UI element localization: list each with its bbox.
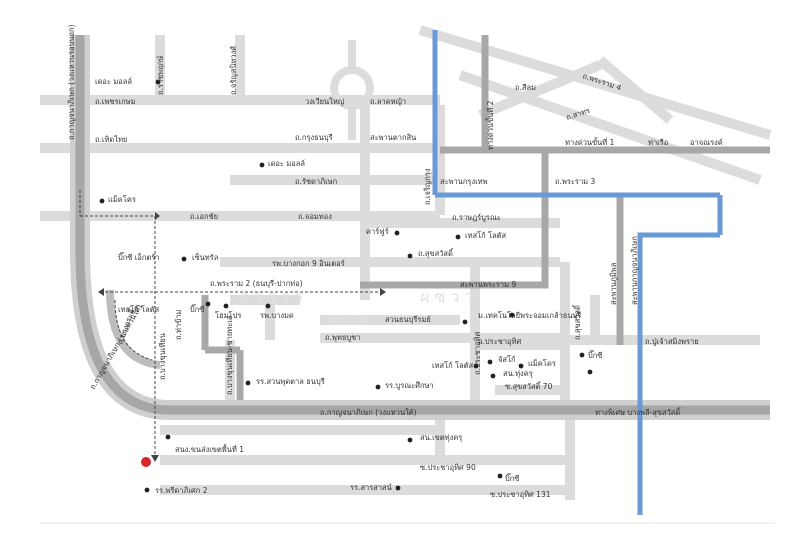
label-wongwian-yai: วงเวียนใหญ่	[305, 97, 344, 106]
label-tha-kham: ถ.ท่าข้าม	[174, 310, 183, 340]
label-expressway-2: ทางด่วนขั้นที่ 2	[485, 100, 495, 150]
label-lotus-2: เทสโก้ โลตัส	[118, 305, 160, 314]
label-kanchanaphisek-vertical: ถ.กาญจนาภิเษก (วงแหวนรอบนอก)	[67, 24, 76, 140]
road-yannawa	[596, 56, 674, 124]
label-suanphu: รร.สวนพุดตาล ธนบุรี	[256, 377, 325, 386]
label-pracha-v: ถ.ประชาอุทิศ	[473, 332, 482, 375]
label-jasco: จัสโก้	[498, 355, 516, 364]
label-krung-thonburi: ถ.กรุงธนบุรี	[295, 133, 333, 142]
label-the-mall-1: เดอะ มอลล์	[95, 77, 132, 86]
label-lotus-1: เทสโก้ โลตัส	[465, 231, 507, 240]
label-rama2: ถ.พระราม 2 (ธนบุรี-ปากท่อ)	[210, 279, 303, 288]
label-makro-2: แม็คโคร	[528, 358, 556, 368]
label-lotus-3: เทสโก้ โลตัส	[432, 361, 474, 370]
label-pracha-uthit: ถ.ประชาอุทิศ	[478, 337, 521, 346]
label-phetkasem: ถ.เพชรเกษม	[95, 97, 136, 106]
label-ratchada: ถ.รัชดาภิเษก	[295, 177, 337, 186]
watermark-text: ร ร ร ร ร	[240, 287, 304, 306]
label-charoen-krung: ถ.เจริญกรุง	[423, 168, 432, 205]
kanchanaphisek-ring-core	[75, 35, 770, 415]
label-krungthep-bridge: สะพานกรุงเทพ	[440, 177, 488, 186]
label-kmutt: ม.เทคโนโลยีพระจอมเกล้าธนบุรี	[478, 311, 581, 320]
label-thoet-thai: ถ.เทิดไทย	[95, 135, 127, 144]
label-suksawat-v: ถ.สุขสวัสดิ์	[572, 304, 582, 340]
blue-roads	[432, 30, 723, 515]
svg-text:ท อ ย: ท อ ย	[330, 310, 370, 329]
label-kanchanaphisek-bottom: ถ.กาญจนาภิเษก (วงแหวนใต้)	[320, 408, 417, 417]
label-puttha-bucha: ถ.พุทธบูชา	[325, 333, 360, 342]
label-pha-bridge: สะพานกาญจนาภิเษก	[630, 236, 639, 305]
label-thonburirom: สวนธนบุรีรมย์	[385, 315, 431, 324]
label-chaloem: อาจณรงค์	[690, 138, 723, 147]
poi-dots	[99, 79, 593, 493]
road-silom	[478, 60, 602, 120]
label-soi-70: ซ.สุขสวัสดิ์ 70	[505, 381, 553, 391]
svg-text:ผ ซ ว ว: ผ ซ ว ว	[420, 287, 473, 306]
label-central: เซ็นทรัล	[192, 252, 218, 262]
label-express-bangphli: ทางพิเศษ บางพลี-สุขสวัสดิ์	[595, 407, 682, 417]
road-rama4	[418, 25, 772, 140]
label-suksawat: ถ.สุขสวัสดิ์	[418, 248, 454, 258]
label-taksin-bridge: สะพานตากสิน	[370, 133, 416, 142]
road-blue-kanchanaphisek-east	[637, 232, 720, 515]
label-bigc-3: บิ๊กซี	[588, 350, 603, 360]
label-pu-chao: ถ.ปู่เจ้าสมิงพราย	[645, 337, 699, 346]
label-soi-131: ซ.ประชาอุทิศ 131	[490, 490, 551, 499]
label-silom: ถ.สีลม	[515, 83, 536, 92]
label-thungkru-police: สน.เขตทุ่งครุ	[420, 433, 462, 442]
label-bangmot: รพ.บางมด	[260, 311, 294, 320]
label-carrefour: คาร์ฟูร์	[366, 227, 389, 236]
label-chom-thong: ถ.จอมทอง	[298, 212, 332, 221]
label-thungkru-station: สน.ทุ่งครุ	[503, 369, 533, 378]
label-lat-ya: ถ.ลาดหญ้า	[370, 97, 406, 106]
road-sathorn	[458, 70, 762, 185]
label-bigc-ekkachai: บิ๊กซี เอ็กตร้า	[118, 252, 160, 262]
label-rama9-vertical: สะพานภูมิพล	[609, 263, 618, 305]
label-bigc-4: บิ๊กซี	[505, 473, 520, 483]
label-homepro: โฮมโปร	[215, 311, 241, 320]
route-arrows	[98, 212, 386, 462]
label-expressway-1: ทางด่วนขั้นที่ 1	[565, 137, 615, 147]
label-bigc-2: บิ๊กซี	[190, 304, 205, 314]
label-pridi-school: รร.พรีดาภิเศก 2	[155, 486, 208, 495]
label-bangkhunthian-2: ถ.บางขุนเทียน-ชายทะเล	[225, 316, 234, 395]
label-charan: ถ.จรัญสนิทวงศ์	[229, 46, 238, 95]
label-bkk-hospital: รพ.บางกอก 9 อินเตอร์	[272, 259, 345, 268]
location-marker[interactable]	[141, 457, 151, 467]
label-the-mall-2: เดอะ มอลล์	[268, 159, 305, 168]
label-buranasuksa: รร.บูรณะศึกษา	[385, 381, 434, 390]
label-rama9-bridge: สะพานพระราม 9	[460, 280, 516, 289]
label-soi-90: ซ.ประชาอุทิศ 90	[420, 463, 476, 472]
label-transport-office: สนง.ขนส่งเขตพื้นที่ 1	[175, 444, 244, 454]
road-bangkradi-curve	[106, 289, 161, 369]
label-rama3: ถ.พระราม 3	[555, 177, 595, 186]
label-rat-burana: ถ.ราษฎร์บูรณะ	[452, 213, 501, 222]
label-tha-ruea: ท่าเรือ	[648, 138, 668, 147]
label-satri-school: รร.สารสาสน์	[350, 483, 392, 492]
minor-roads	[40, 25, 772, 500]
route-dashes	[79, 190, 380, 455]
label-ekkachai: ถ.เอกชัย	[190, 212, 218, 221]
label-makro: แม็คโคร	[108, 194, 136, 204]
label-bangkhunthian: ถ.บางขุนเทียน	[158, 333, 167, 380]
label-ratchaphruek: ถ.ราชพฤกษ์	[156, 56, 165, 95]
